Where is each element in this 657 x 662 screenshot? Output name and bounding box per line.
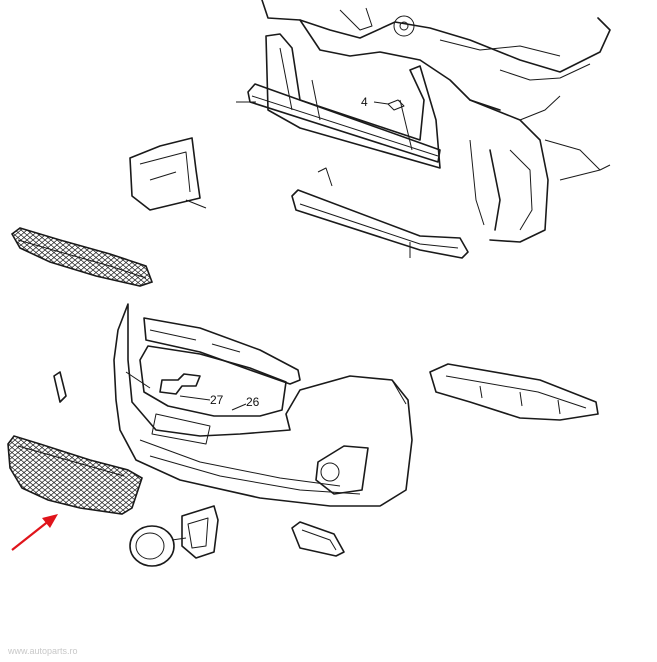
lower-side-vent (291, 521, 345, 557)
bumper-fascia (113, 303, 413, 507)
lower-splash-shield (429, 363, 599, 421)
bumper-impact-bar (291, 167, 469, 259)
callout-27: 27 (179, 393, 224, 407)
callout-26: 26 (231, 395, 260, 411)
callout-label-4: 4 (361, 95, 368, 109)
highlight-arrow (11, 514, 58, 551)
callout-label-26: 26 (246, 395, 260, 409)
upper-grille (10, 227, 154, 287)
callout-label-27: 27 (210, 393, 224, 407)
fog-lamp-bezel-round (129, 525, 187, 567)
fog-lamp-trim (181, 505, 219, 559)
grille-mounting-panel (143, 317, 301, 395)
air-deflector-bracket (129, 137, 207, 211)
lower-grille (7, 435, 143, 515)
watermark: www.autoparts.ro (7, 646, 78, 656)
part-4-bolt: 4 (361, 95, 405, 111)
side-clip (53, 371, 67, 403)
front-body-structure (236, 0, 611, 243)
